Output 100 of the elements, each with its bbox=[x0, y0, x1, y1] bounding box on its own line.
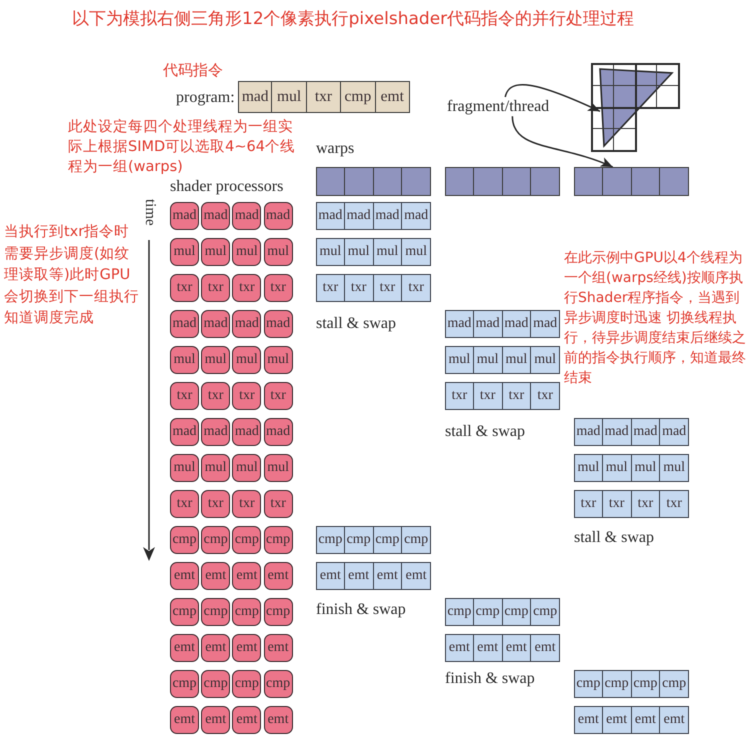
warp-instruction: mul bbox=[402, 238, 431, 266]
warp-instruction: mad bbox=[316, 202, 345, 230]
thread-instruction: cmp bbox=[264, 526, 293, 554]
thread-instruction: mul bbox=[232, 346, 262, 374]
annotation: 代码指令 bbox=[163, 61, 223, 79]
thread-instruction: txr bbox=[201, 382, 230, 410]
warp-instruction: mul bbox=[344, 238, 374, 266]
processor-box bbox=[474, 167, 502, 196]
triangle bbox=[600, 69, 672, 146]
thread-instruction: mad bbox=[170, 310, 199, 338]
thread-instruction: txr bbox=[170, 382, 199, 410]
thread-instruction: emt bbox=[264, 634, 293, 662]
thread-instruction: mul bbox=[264, 238, 293, 266]
warp-instruction: emt bbox=[402, 562, 431, 590]
thread-instruction: mul bbox=[264, 346, 293, 374]
warp-instruction: cmp bbox=[316, 526, 345, 554]
processor-box bbox=[632, 167, 660, 196]
warp-instruction: mad bbox=[632, 418, 660, 446]
thread-instruction: mad bbox=[264, 418, 293, 446]
warp-instruction: emt bbox=[316, 562, 345, 590]
warp-instruction: emt bbox=[531, 634, 560, 662]
warp-instruction: mad bbox=[502, 310, 532, 338]
thread-instruction: emt bbox=[170, 706, 199, 734]
warp-instruction: mul bbox=[502, 346, 532, 374]
processor-box bbox=[344, 167, 374, 196]
warp-instruction: mad bbox=[531, 310, 560, 338]
thread-instruction: cmp bbox=[232, 670, 262, 698]
thread-instruction: txr bbox=[264, 274, 293, 302]
thread-instruction: txr bbox=[264, 382, 293, 410]
status-label: stall & swap bbox=[574, 528, 654, 548]
warp-instruction: txr bbox=[402, 274, 431, 302]
processor-box bbox=[502, 167, 532, 196]
thread-instruction: mad bbox=[232, 310, 262, 338]
warp-instruction: emt bbox=[660, 706, 689, 734]
warp-instruction: mad bbox=[344, 202, 374, 230]
thread-instruction: mul bbox=[170, 454, 199, 482]
warp-instruction: mad bbox=[660, 418, 689, 446]
callout-text: fragment/thread bbox=[447, 97, 550, 116]
thread-instruction: mad bbox=[232, 202, 262, 230]
thread-instruction: mul bbox=[170, 238, 199, 266]
thread-instruction: mul bbox=[170, 346, 199, 374]
program-instruction: emt bbox=[376, 81, 410, 113]
warp-instruction: mul bbox=[602, 454, 632, 482]
thread-instruction: txr bbox=[264, 490, 293, 518]
thread-instruction: txr bbox=[170, 274, 199, 302]
processor-box bbox=[660, 167, 689, 196]
program-label: program: bbox=[176, 88, 235, 108]
warp-instruction: emt bbox=[632, 706, 660, 734]
status-label: stall & swap bbox=[316, 314, 396, 334]
warp-instruction: mul bbox=[574, 454, 603, 482]
warp-instruction: mul bbox=[474, 346, 502, 374]
thread-instruction: cmp bbox=[264, 598, 293, 626]
warp-instruction: txr bbox=[445, 382, 474, 410]
warp-instruction: txr bbox=[632, 490, 660, 518]
warp-instruction: emt bbox=[574, 706, 603, 734]
warp-instruction: cmp bbox=[632, 670, 660, 698]
thread-instruction: txr bbox=[201, 274, 230, 302]
program-instruction: mad bbox=[238, 81, 272, 113]
processor-box bbox=[602, 167, 632, 196]
processor-box bbox=[374, 167, 402, 196]
warp-instruction: txr bbox=[316, 274, 345, 302]
thread-instruction: emt bbox=[264, 562, 293, 590]
thread-instruction: emt bbox=[232, 562, 262, 590]
thread-instruction: mad bbox=[232, 418, 262, 446]
warp-instruction: txr bbox=[344, 274, 374, 302]
warp-instruction: cmp bbox=[660, 670, 689, 698]
warp-instruction: mad bbox=[602, 418, 632, 446]
axis-label: time bbox=[142, 199, 157, 226]
warp-instruction: mad bbox=[574, 418, 603, 446]
thread-instruction: txr bbox=[170, 490, 199, 518]
warp-instruction: txr bbox=[660, 490, 689, 518]
thread-instruction: mad bbox=[170, 202, 199, 230]
thread-instruction: txr bbox=[232, 382, 262, 410]
thread-instruction: cmp bbox=[170, 670, 199, 698]
processor-box bbox=[445, 167, 474, 196]
thread-instruction: cmp bbox=[170, 598, 199, 626]
warp-instruction: cmp bbox=[374, 526, 402, 554]
warp-instruction: mul bbox=[316, 238, 345, 266]
thread-instruction: mul bbox=[201, 238, 230, 266]
warp-instruction: txr bbox=[374, 274, 402, 302]
warp-instruction: mad bbox=[374, 202, 402, 230]
annotation: 此处设定每四个处理线程为一组实际上根据SIMD可以选取4~64个线程为一组(warps) bbox=[68, 118, 296, 177]
program-instruction: mul bbox=[272, 81, 307, 113]
warp-instruction: cmp bbox=[502, 598, 532, 626]
warp-instruction: emt bbox=[445, 634, 474, 662]
warp-instruction: cmp bbox=[445, 598, 474, 626]
warp-instruction: mad bbox=[445, 310, 474, 338]
thread-instruction: cmp bbox=[201, 598, 230, 626]
warp-instruction: cmp bbox=[531, 598, 560, 626]
title: 以下为模拟右侧三角形12个像素执行pixelshader代码指令的并行处理过程 bbox=[72, 9, 634, 30]
warp-instruction: mul bbox=[660, 454, 689, 482]
thread-instruction: mad bbox=[201, 310, 230, 338]
status-label: finish & swap bbox=[445, 669, 535, 688]
warp-instruction: mul bbox=[531, 346, 560, 374]
thread-instruction: mul bbox=[232, 454, 262, 482]
thread-instruction: cmp bbox=[201, 670, 230, 698]
thread-instruction: mad bbox=[264, 202, 293, 230]
thread-instruction: mul bbox=[232, 238, 262, 266]
warp-instruction: txr bbox=[602, 490, 632, 518]
thread-instruction: mad bbox=[201, 202, 230, 230]
